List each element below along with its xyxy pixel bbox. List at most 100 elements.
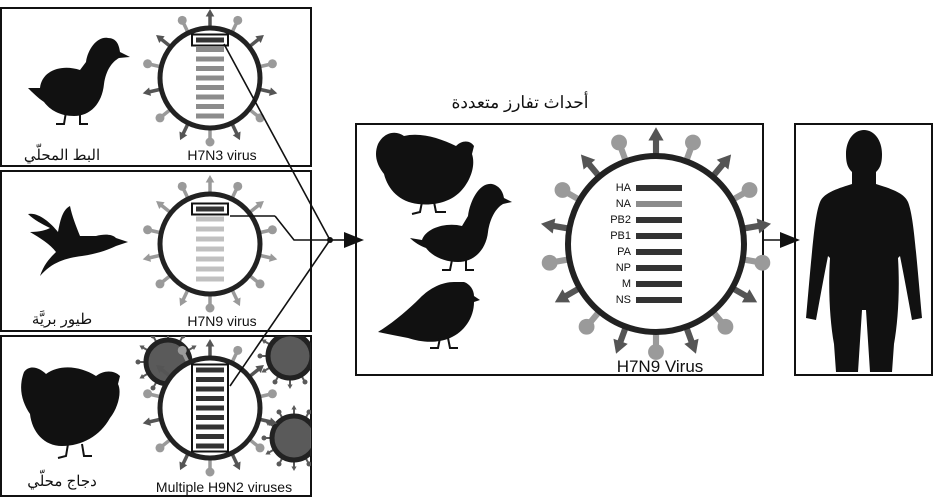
- spike-head: [155, 113, 165, 123]
- spike-head: [233, 181, 243, 191]
- spike-head: [717, 318, 734, 335]
- gene-segment: [196, 113, 224, 119]
- gene-segment: [196, 56, 224, 62]
- gene-segment: [196, 236, 224, 242]
- spike-head: [255, 279, 265, 289]
- virus-h7n3-icon: [142, 9, 278, 147]
- quail-icon: [378, 282, 480, 349]
- spike-head: [205, 137, 215, 147]
- gene-segment: [196, 266, 224, 272]
- spike-head: [232, 297, 241, 307]
- spike-head: [191, 345, 197, 350]
- gene-segment: [636, 265, 682, 271]
- spike-head: [255, 34, 264, 44]
- spike-head: [268, 417, 278, 426]
- gene-segment: [196, 377, 224, 382]
- spike-head: [177, 15, 187, 25]
- spike-head: [143, 59, 153, 69]
- spike-head: [287, 323, 292, 328]
- spike-head: [150, 385, 156, 391]
- segment-highlight-box: [191, 363, 229, 453]
- spike-head: [756, 218, 772, 234]
- spike-head: [611, 134, 627, 151]
- spike-head: [177, 345, 187, 355]
- gene-segment: [636, 217, 682, 223]
- duck-icon: [410, 183, 512, 271]
- spike-head: [540, 218, 556, 234]
- duck-icon: [28, 37, 130, 125]
- virus-envelope: [157, 191, 263, 297]
- gene-segment: [196, 276, 224, 282]
- background-virus-icon: [257, 323, 318, 389]
- segment-label-pb1: PB1: [610, 230, 631, 242]
- segment-label-pb2: PB2: [610, 214, 631, 226]
- spike-head: [648, 127, 664, 141]
- result-virus-label: H7N9 Virus: [617, 357, 704, 376]
- spike: [313, 423, 320, 427]
- gene-segment: [636, 233, 682, 239]
- spike-head: [156, 200, 165, 210]
- spike-head: [142, 417, 152, 426]
- spike-head: [684, 338, 699, 354]
- gene-segment: [196, 246, 224, 252]
- spike-head: [317, 422, 322, 426]
- spike-head: [143, 225, 153, 235]
- virus-h9n2-icon: [142, 339, 278, 477]
- gene-segment: [196, 37, 224, 43]
- gene-segment: [196, 47, 224, 52]
- spike-head: [685, 134, 701, 151]
- spike-head: [233, 345, 243, 355]
- gene-segment: [636, 249, 682, 255]
- spike-head: [317, 450, 322, 454]
- spike-head: [272, 379, 278, 385]
- spike-head: [267, 389, 277, 399]
- spike-head: [580, 154, 596, 170]
- spike-head: [554, 289, 571, 303]
- human-icon: [806, 130, 922, 372]
- gene-segment: [196, 256, 224, 262]
- spike-head: [554, 182, 571, 198]
- spike-head: [306, 409, 311, 415]
- bird-label-domestic-chicken: دجاج محلّي: [27, 469, 97, 490]
- spike-head: [291, 405, 297, 410]
- junction-point: [327, 237, 333, 243]
- spike-head: [205, 9, 215, 17]
- gene-segment: [196, 367, 224, 373]
- reassortment-label: أحداث تفارز متعددة: [451, 91, 588, 113]
- gene-segment: [196, 424, 224, 430]
- spike-head: [754, 254, 771, 271]
- spike-head: [139, 374, 145, 379]
- segment-label-na: NA: [616, 198, 632, 210]
- chicken-icon: [376, 132, 474, 215]
- virus-envelope: [265, 336, 311, 381]
- spike-head: [150, 336, 156, 339]
- gene-segment: [196, 85, 224, 90]
- virus-spikes: [540, 127, 772, 360]
- spike-head: [741, 289, 758, 303]
- gene-segment: [196, 216, 224, 222]
- spike-head: [156, 34, 165, 44]
- gene-segment: [636, 297, 682, 303]
- spike-head: [716, 154, 732, 170]
- spike-head: [268, 87, 278, 96]
- spike-head: [142, 87, 152, 96]
- segment-label-pa: PA: [617, 246, 632, 258]
- spike-head: [322, 436, 327, 441]
- segment-labels: HA NA PB2 PB1 PA NP M NS: [610, 182, 631, 306]
- gene-segment: [196, 434, 224, 439]
- gene-segment: [196, 94, 224, 100]
- spike-head: [741, 182, 758, 198]
- bird-label-domestic-duck: البط المحلّي: [24, 143, 100, 164]
- spike-head: [205, 339, 215, 347]
- spike-head: [578, 318, 595, 335]
- panel-wild-birds: [0, 170, 312, 332]
- gene-segment: [196, 386, 224, 392]
- virus-label-h9n2: Multiple H9N2 viruses: [156, 479, 292, 495]
- spike-head: [261, 435, 267, 441]
- gene-segment: [196, 75, 224, 81]
- gene-segment: [636, 185, 682, 191]
- spike-head: [313, 368, 318, 372]
- gene-segment: [196, 206, 224, 212]
- segment-highlight-box: [191, 33, 229, 47]
